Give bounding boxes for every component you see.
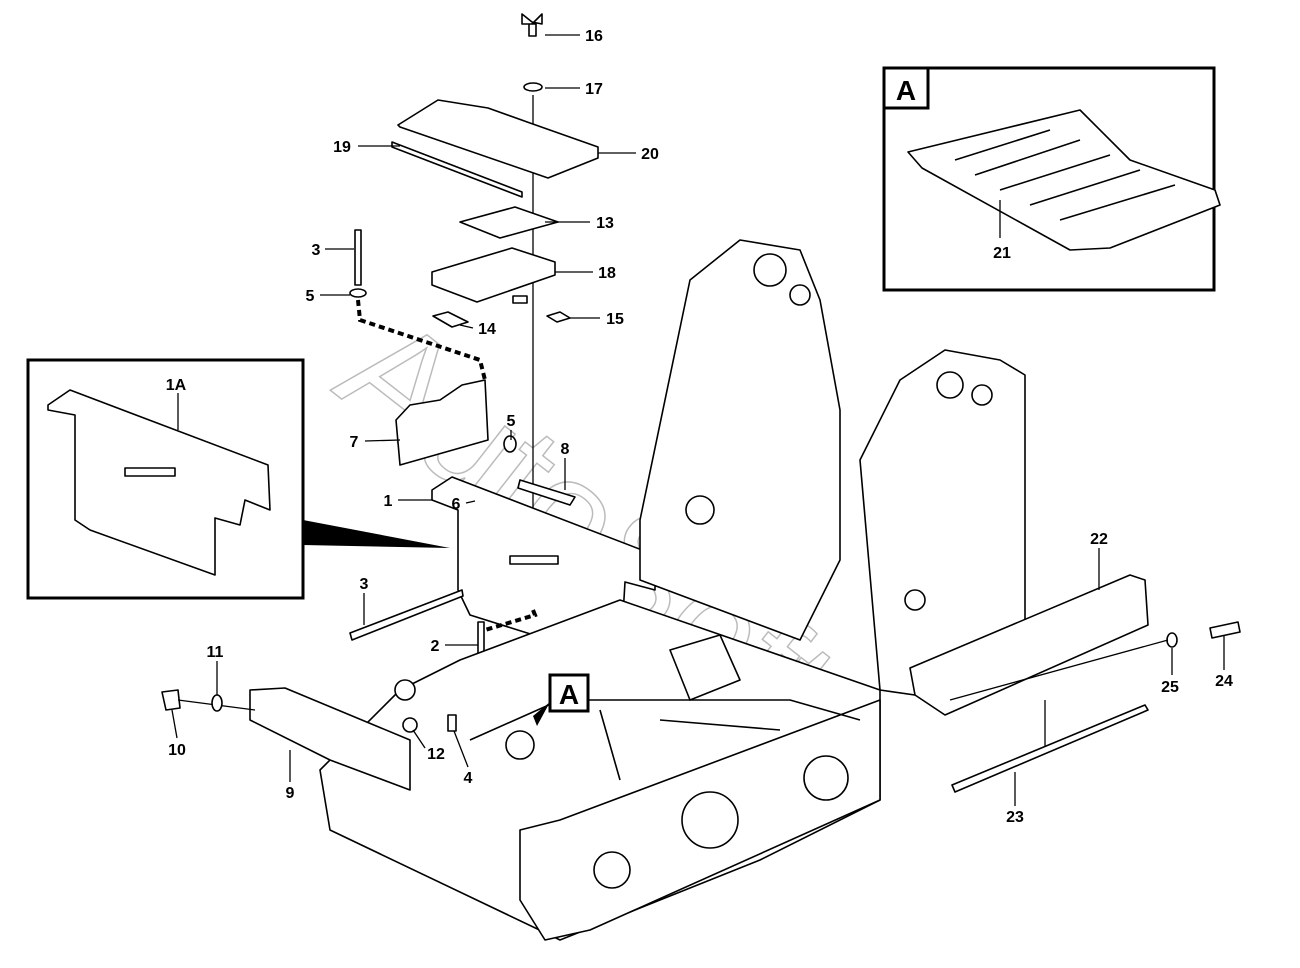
label-10: 10 [168, 742, 186, 759]
label-7: 7 [350, 434, 359, 451]
label-11: 11 [207, 644, 224, 661]
bolt-3 [354, 229, 362, 286]
strip-19 [391, 141, 523, 198]
callout-a-box [548, 673, 590, 713]
label-22: 22 [1090, 531, 1108, 548]
label-1a: 1A [166, 377, 187, 394]
label-16: 16 [585, 28, 603, 45]
label-3: 3 [312, 242, 321, 259]
label-17: 17 [585, 81, 603, 98]
floor-mat-part-21 [907, 109, 1221, 251]
label-12: 12 [427, 746, 445, 763]
washer-12 [402, 717, 418, 733]
detail-box-label: A [896, 75, 916, 106]
leader-lines [171, 34, 1225, 806]
label-1: 1 [384, 493, 393, 510]
strip-23 [951, 704, 1149, 793]
label-9: 9 [286, 785, 295, 802]
inset-box-1a [26, 358, 450, 600]
machine-frame [319, 239, 1026, 941]
pad-15 [546, 311, 571, 323]
label-21: 21 [993, 245, 1011, 262]
panel-part-1a [47, 389, 271, 576]
washer-17 [523, 82, 543, 92]
label-15: 15 [606, 311, 624, 328]
label-3-lower: 3 [360, 576, 369, 593]
label-6: 6 [452, 496, 461, 513]
label-19: 19 [333, 139, 351, 156]
shield-22 [909, 574, 1149, 716]
pad-13 [459, 206, 559, 239]
label-13: 13 [596, 215, 614, 232]
cover-9 [249, 687, 411, 791]
bolt-10 [161, 689, 181, 711]
label-4: 4 [464, 770, 473, 787]
label-24: 24 [1215, 673, 1233, 690]
bolt-8 [517, 479, 576, 506]
label-25: 25 [1161, 679, 1179, 696]
bolt-24 [1209, 621, 1241, 639]
bracket-7 [395, 379, 489, 466]
callout-a-label: A [559, 679, 579, 710]
label-5-lower: 5 [507, 413, 516, 430]
cover-20 [397, 99, 599, 179]
bolt-3-lower [349, 589, 464, 641]
label-20: 20 [641, 146, 659, 163]
label-14: 14 [478, 321, 496, 338]
label-2: 2 [431, 638, 440, 655]
detail-box-a: A [882, 66, 1221, 292]
box-18 [431, 247, 556, 303]
label-8: 8 [561, 441, 570, 458]
wing-nut-16 [521, 13, 543, 37]
washer-11 [211, 694, 223, 712]
label-23: 23 [1006, 809, 1024, 826]
clip-4 [447, 714, 457, 732]
label-18: 18 [598, 265, 616, 282]
washer-25 [1166, 632, 1178, 648]
pad-14 [432, 311, 469, 328]
label-5: 5 [306, 288, 315, 305]
